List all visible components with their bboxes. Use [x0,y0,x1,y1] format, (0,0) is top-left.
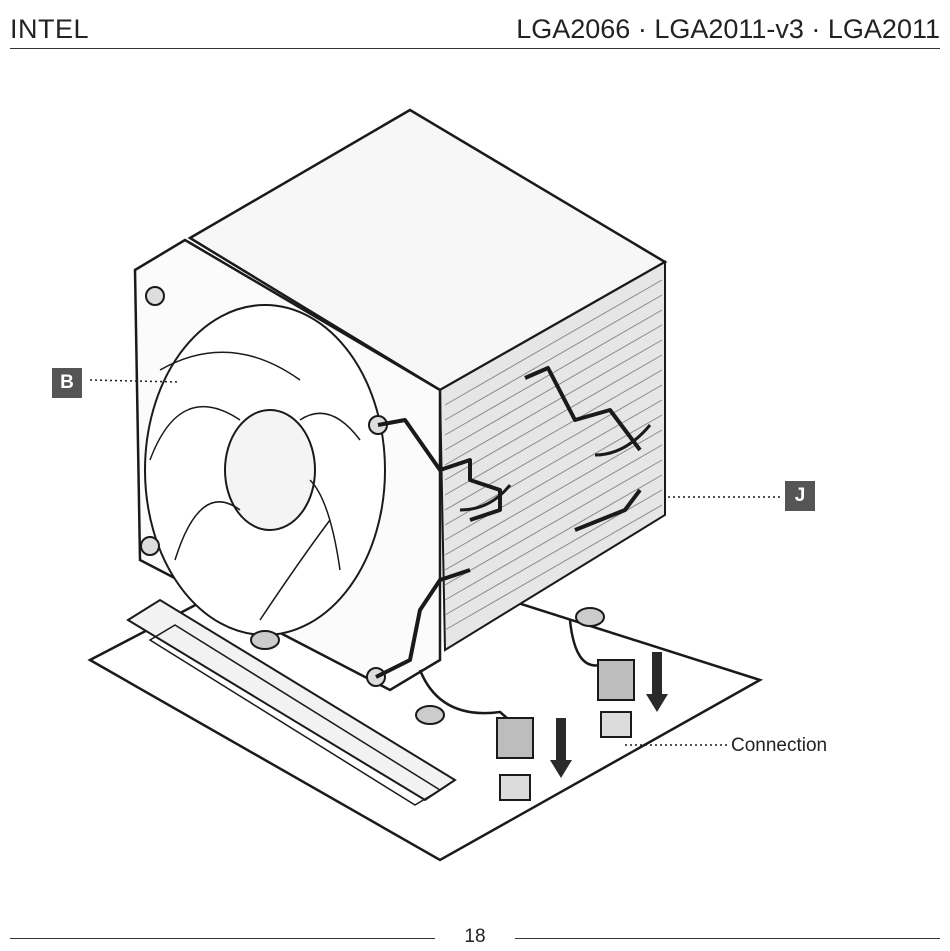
header-pins [500,775,530,800]
footer-rule-right [515,938,940,939]
page-number: 18 [450,926,500,948]
part-tag-b: B [52,368,82,398]
fan-connector [497,718,533,758]
connection-label: Connection [731,735,827,757]
brand-title: INTEL [10,14,89,45]
mount-pillar [416,706,444,724]
footer-rule-left [10,938,435,939]
fan-hub [225,410,315,530]
page-header: INTEL LGA2066 · LGA2011-v3 · LGA2011 [10,12,940,49]
screw [141,537,159,555]
header-pins [601,712,631,737]
part-tag-j: J [785,481,815,511]
mount-pillar [251,631,279,649]
fan-connector [598,660,634,700]
cooler-illustration [0,60,950,900]
mount-pillar [576,608,604,626]
socket-list: LGA2066 · LGA2011-v3 · LGA2011 [516,14,940,45]
screw [146,287,164,305]
